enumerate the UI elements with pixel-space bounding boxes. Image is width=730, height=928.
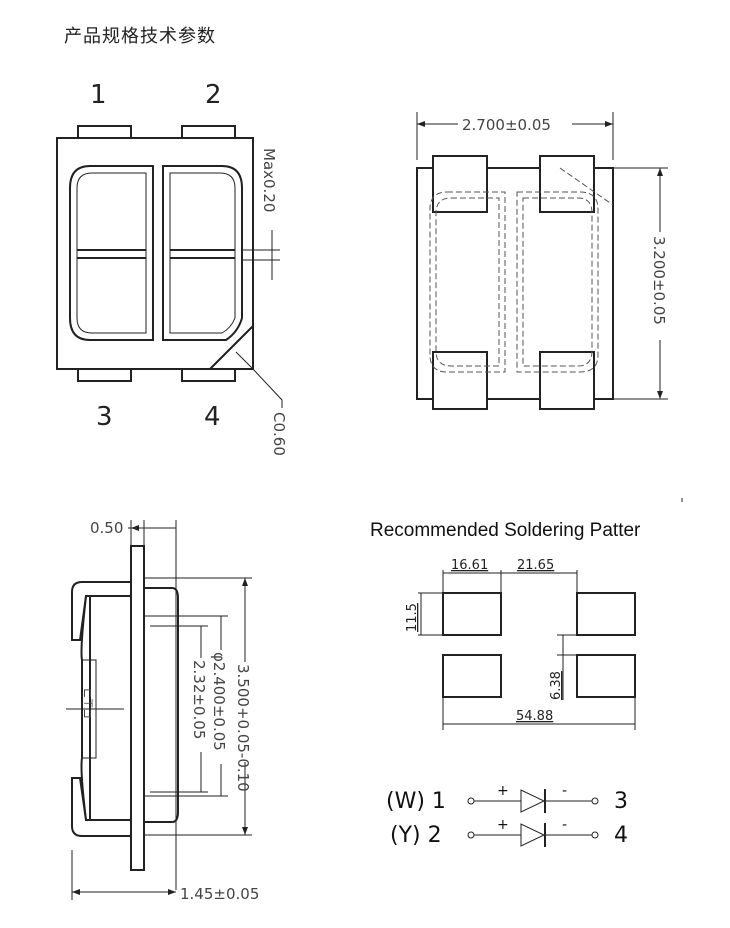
- height-arrow-top: [657, 168, 663, 176]
- chamfer-leader: [235, 351, 283, 408]
- solder-pad-top-right: [576, 592, 636, 636]
- left-cavity-inner: [76, 172, 147, 334]
- circuit-end-w: 3: [614, 789, 628, 814]
- circuit-diagram: (W) 1 + - 3 (Y) 2 + - 4: [386, 783, 628, 848]
- package-body: [56, 137, 254, 370]
- circuit-node-y-right: [591, 831, 599, 839]
- inner-label: 2.32±0.05: [190, 660, 208, 739]
- circuit-minus-y: -: [562, 817, 567, 833]
- soldering-heading: Recommended Soldering Patter: [370, 520, 641, 541]
- bottom-body: [416, 167, 614, 400]
- bottom-pad-4: [539, 351, 595, 410]
- depth-arrow-left: [72, 889, 80, 895]
- top-view: 1 2 3 4 C0.60 Max0.20: [56, 80, 288, 456]
- side-view: 0.50 ⊏⊤⊐ 3.500+0.05-0.10 φ2.400±0.05 2.3…: [66, 519, 259, 903]
- right-cavity-outer: [162, 165, 243, 341]
- pin-label-4: 4: [204, 402, 221, 432]
- solder-pad-top-left: [442, 592, 502, 636]
- solder-pad-bottom-right: [576, 654, 636, 698]
- total-width-label: 54.88: [516, 709, 553, 724]
- hidden-cavity-left-inner: [435, 197, 500, 367]
- right-cavity-inner: [169, 172, 236, 334]
- depth-label: 1.45±0.05: [180, 885, 259, 903]
- lead-4: [181, 368, 236, 382]
- circuit-node-w-right: [591, 797, 599, 805]
- pin-label-1: 1: [90, 80, 107, 110]
- width-dim-label: 2.700±0.05: [462, 116, 551, 134]
- bottom-pad-2: [539, 155, 595, 213]
- hidden-cavity-right-inner: [522, 197, 593, 367]
- diode-y-icon: [520, 823, 546, 847]
- side-lens-bands: [144, 615, 178, 797]
- side-lead-bottom: [71, 777, 131, 837]
- diode-w-icon: [520, 789, 546, 813]
- circuit-minus-w: -: [562, 783, 567, 799]
- chamfer-label: C0.60: [270, 412, 288, 456]
- circuit-label-y: (Y) 2: [390, 823, 442, 848]
- lead-3: [77, 368, 132, 382]
- hidden-chamfer: [559, 167, 614, 206]
- pin-label-2: 2: [205, 80, 222, 110]
- soldering-pattern: Recommended Soldering Patter 16.61 21.65…: [370, 498, 683, 730]
- side-lead-top: [71, 581, 131, 641]
- length-label: 3.500+0.05-0.10: [234, 664, 252, 792]
- circuit-plus-y: +: [497, 817, 509, 833]
- pad-height-label: 11.5: [405, 603, 420, 632]
- pin-label-3: 3: [96, 402, 113, 432]
- width-arrow-right: [605, 121, 613, 127]
- height-arrow-bottom: [657, 391, 663, 399]
- thickness-arrow: [131, 525, 139, 531]
- length-arrow-top: [242, 578, 248, 586]
- gap-label: 21.65: [517, 558, 554, 573]
- pad-width-label: 16.61: [451, 558, 488, 573]
- side-notch-mark: ⊏⊤⊐: [81, 688, 95, 719]
- circuit-plus-w: +: [497, 783, 509, 799]
- lead-1: [77, 125, 132, 139]
- length-arrow-bottom: [242, 827, 248, 835]
- circuit-node-y-left: [467, 831, 475, 839]
- depth-arrow-right: [168, 889, 176, 895]
- diameter-label: φ2.400±0.05: [210, 652, 228, 751]
- chamfer-corner: [209, 325, 254, 370]
- bottom-height-label: 3.200±0.05: [650, 236, 668, 325]
- bottom-view: 2.700±0.05 3.200±0.05: [416, 112, 668, 410]
- circuit-end-y: 4: [614, 823, 628, 848]
- side-lens-plate: [130, 545, 145, 871]
- width-arrow-left: [417, 121, 425, 127]
- left-cavity-outer: [69, 165, 154, 341]
- lead-2: [181, 125, 236, 139]
- bottom-pad-3: [432, 351, 488, 410]
- side-lens-dome: [144, 587, 179, 823]
- hidden-cavity-left: [429, 191, 506, 373]
- circuit-label-w: (W) 1: [386, 789, 446, 814]
- circuit-node-w-left: [467, 797, 475, 805]
- row-gap-label: 6.38: [549, 671, 564, 700]
- page-title: 产品规格技术参数: [64, 26, 216, 47]
- bottom-pad-1: [432, 155, 488, 213]
- hidden-cavity-right: [516, 191, 599, 373]
- height-dim-label: Max0.20: [260, 148, 278, 212]
- solder-pad-bottom-left: [442, 654, 502, 698]
- thickness-label: 0.50: [90, 519, 123, 537]
